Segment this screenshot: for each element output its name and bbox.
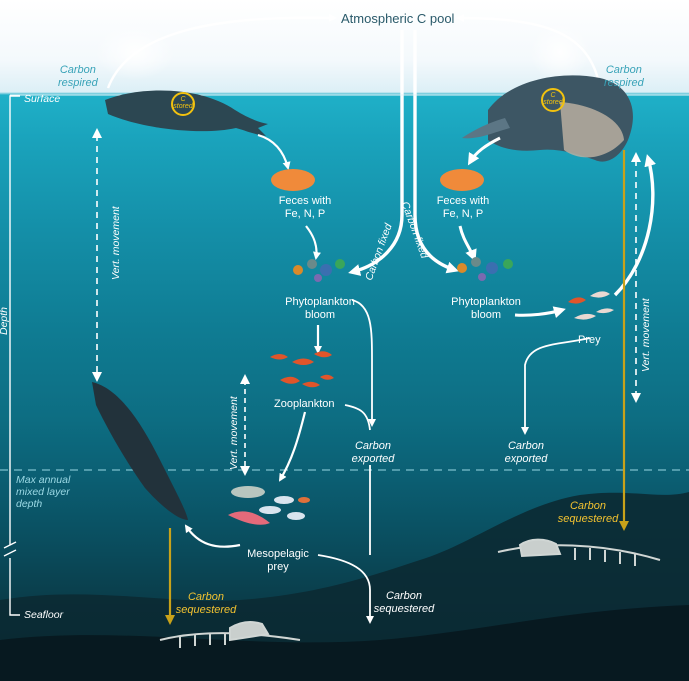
mesopelagic-label: Mesopelagic prey (240, 548, 316, 574)
left-feces-line1: Feces with (278, 195, 332, 207)
left-feces-label: Feces with Fe, N, P (270, 195, 340, 221)
left-carbon-sequestered-line2: sequestered (175, 604, 237, 616)
right-carbon-respired-line1: Carbon (605, 64, 642, 76)
left-carbon-sequestered-label: Carbon sequestered (170, 591, 242, 617)
left-phytoplankton-line1: Phytoplankton (285, 296, 355, 308)
axis-break-1 (3, 541, 17, 549)
arrow-right-exported (521, 337, 591, 435)
right-badge-line1: C (550, 92, 556, 99)
max-mixed-layer-line3: depth (16, 498, 43, 510)
right-carbon-sequestered-label: Carbon sequestered (550, 500, 626, 526)
left-feces-line2: Fe, N, P (284, 208, 326, 220)
arrow-phyto-to-prey (514, 306, 566, 318)
right-phytoplankton-line2: bloom (471, 309, 501, 321)
right-carbon-sequestered-line2: sequestered (557, 513, 619, 525)
center-carbon-sequestered-line1: Carbon (385, 590, 423, 602)
surface-label: Surface (24, 93, 61, 105)
left-carbon-respired-line2: respired (58, 77, 98, 89)
feces-right (440, 169, 484, 191)
arrow-phyto-exported (351, 299, 376, 427)
left-carbon-sequestered-line1: Carbon (187, 591, 225, 603)
zooplankton-cluster (270, 351, 334, 388)
left-carbon-exported-line1: Carbon (354, 440, 392, 452)
depth-axis (9, 95, 20, 616)
center-carbon-sequestered-label: Carbon sequestered (366, 590, 442, 616)
center-carbon-sequestered-line2: sequestered (373, 603, 435, 615)
left-carbon-respired-label: Carbon respired (58, 64, 98, 90)
seafloor-foreground (0, 605, 689, 681)
right-spout (530, 22, 590, 82)
atmospheric-c-pool-label: Atmospheric C pool (341, 11, 455, 26)
arrow-feces-to-phyto-left (305, 225, 321, 260)
arrow-prey-to-whale (613, 154, 656, 297)
phytoplankton-cluster-left (293, 259, 345, 282)
right-carbon-exported-line2: exported (504, 453, 548, 465)
arrow-whale-to-feces-left (257, 133, 291, 170)
arrow-carbon-fixed-left (348, 30, 404, 276)
left-badge-line2: stored (173, 103, 193, 110)
right-feces-line1: Feces with (436, 195, 490, 207)
axis-break-2 (3, 549, 17, 557)
whale-vert-up-head (92, 128, 102, 138)
whale-vert-down-head (92, 372, 102, 382)
whale-skeleton-right (497, 538, 661, 566)
right-carbon-sequestered-line1: Carbon (569, 500, 607, 512)
arrow-feces-to-phyto-right (458, 225, 477, 262)
right-carbon-exported-line1: Carbon (507, 440, 545, 452)
whale-skeleton-left (159, 620, 301, 648)
mesopelagic-line1: Mesopelagic (247, 548, 309, 560)
seafloor-label: Seafloor (24, 609, 64, 621)
arrow-meso-sequestered (317, 554, 374, 624)
feces-left (271, 169, 315, 191)
right-carbon-respired-label: Carbon respired (604, 64, 644, 90)
arrow-whale-to-feces-right (467, 136, 501, 166)
humpback-throat (560, 102, 624, 158)
mesopelagic-prey-cluster (228, 486, 310, 525)
zoo-vert-down-head (240, 466, 250, 476)
left-badge-text: C stored (172, 96, 194, 110)
right-feces-line2: Fe, N, P (442, 208, 484, 220)
arrow-zoo-exported (344, 404, 371, 431)
left-carbon-respired-line1: Carbon (59, 64, 96, 76)
mesopelagic-line2: prey (267, 561, 289, 573)
right-vert-down-head (631, 393, 641, 403)
max-mixed-layer-line1: Max annual (16, 474, 71, 486)
zooplankton-label: Zooplankton (274, 398, 335, 410)
zoo-vert-movement-label: Vert. movement (228, 396, 240, 470)
right-phytoplankton-line1: Phytoplankton (451, 296, 521, 308)
left-carbon-exported-line2: exported (351, 453, 395, 465)
right-whale-badge (541, 88, 565, 112)
right-carbon-exported-label: Carbon exported (498, 440, 554, 466)
whale-vert-movement-label: Vert. movement (110, 206, 122, 280)
left-carbon-exported-label: Carbon exported (345, 440, 401, 466)
right-carbon-respired-line2: respired (604, 77, 644, 89)
arrow-left-respired (106, 13, 337, 89)
prey-cluster-right (568, 291, 614, 320)
prey-label: Prey (578, 334, 601, 346)
max-mixed-layer-line2: mixed layer (16, 486, 70, 498)
phytoplankton-cluster-right (457, 257, 513, 281)
right-vert-movement-label: Vert. movement (640, 298, 652, 372)
max-mixed-layer-label: Max annual mixed layer depth (16, 474, 70, 510)
sperm-whale-deep (92, 382, 188, 520)
right-badge-text: C stored (542, 92, 564, 106)
arrow-zoo-to-meso (278, 411, 307, 482)
right-phytoplankton-label: Phytoplankton bloom (446, 296, 526, 322)
left-phytoplankton-label: Phytoplankton bloom (280, 296, 360, 322)
arrow-meso-to-whale (184, 524, 241, 548)
arrow-carbon-fixed-right (413, 30, 459, 274)
right-vert-up-head (631, 152, 641, 162)
left-badge-line1: C (180, 96, 186, 103)
arrow-right-respired (456, 14, 602, 89)
right-feces-label: Feces with Fe, N, P (428, 195, 498, 221)
right-badge-line2: stored (543, 99, 563, 106)
zoo-vert-up-head (240, 374, 250, 384)
sperm-whale-surface (105, 90, 268, 136)
humpback-flipper (462, 118, 510, 139)
left-whale-badge (171, 92, 195, 116)
left-phytoplankton-line2: bloom (305, 309, 335, 321)
depth-label: Depth (0, 306, 10, 335)
